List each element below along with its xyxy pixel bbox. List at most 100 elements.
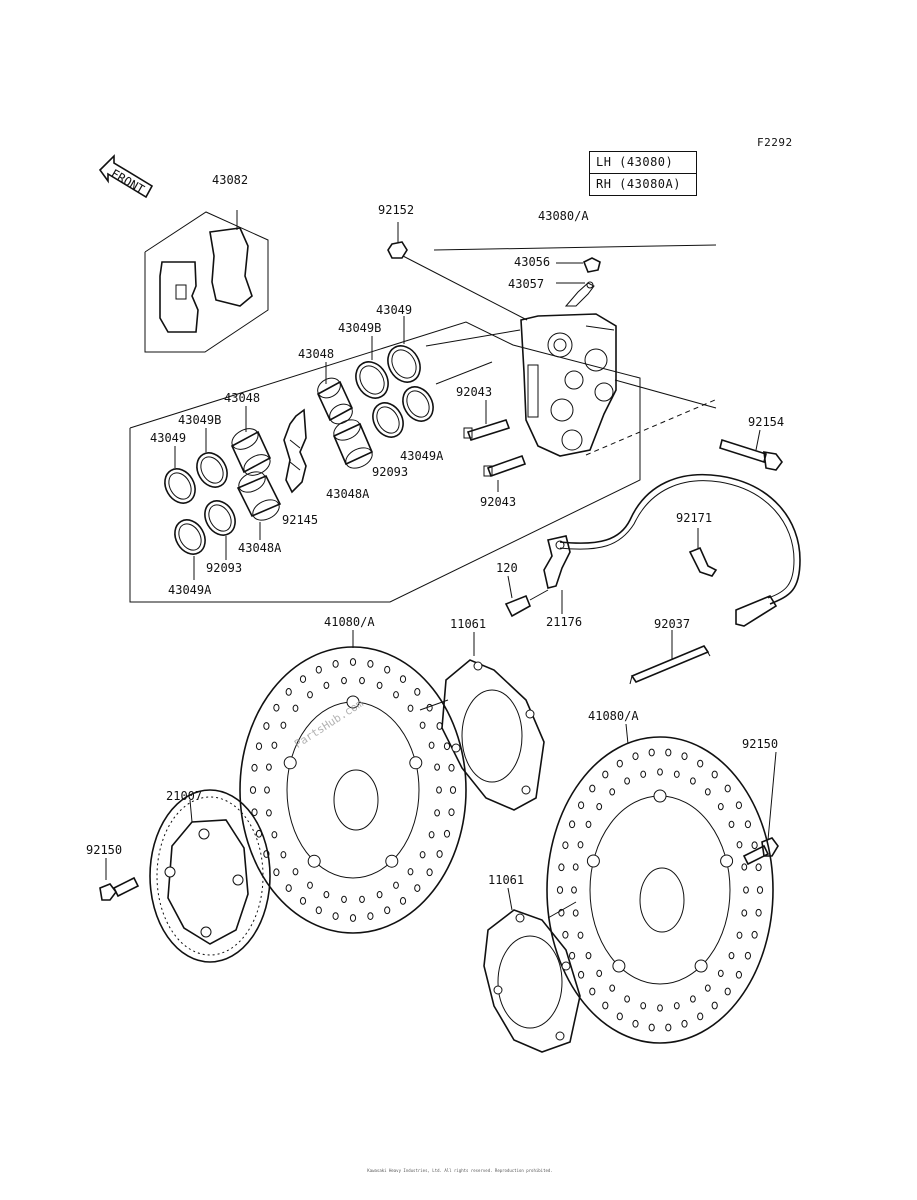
label-21007: 21007 [166,789,202,803]
disc-left-vent-hole [443,829,451,838]
disc-left-bobbin [307,854,321,868]
disc-left-vent-hole [384,906,391,915]
label-43057: 43057 [508,277,544,291]
disc-left-vent-hole [376,890,383,899]
disc-right-vent-hole [589,784,596,793]
piston-43048a-upper [332,419,374,469]
label-43049b-lower: 43049B [178,413,221,427]
disc-left-vent-hole [292,868,299,876]
disc-right-vent-hole [616,1012,623,1021]
label-92093-lower: 92093 [206,561,242,575]
disc-left-bobbin [346,695,360,709]
label-92154: 92154 [748,415,784,429]
disc-right-vent-hole [736,841,743,849]
disc-right-vent-hole [735,970,743,979]
mounting-bolt-lower [483,454,527,492]
disc-left-vent-hole [376,681,383,690]
disc-right-vent-hole [697,1012,704,1021]
disc-right-vent-hole [751,841,758,850]
disc-right-bobbin [694,959,708,973]
disc-right-vent-hole [577,841,584,849]
disc-right-vent-hole [657,1004,663,1012]
label-41080a-left: 41080/A [324,615,375,629]
disc-right-vent-hole [728,951,735,960]
disc-left-vent-hole [419,851,426,859]
disc-left-vent-hole [434,809,441,817]
disc-left-vent-hole [341,676,347,685]
disc-left-vent-hole [273,703,280,712]
disc-left-vent-hole [299,675,307,683]
disc-right-vent-hole [717,802,724,811]
disc-right-vent-hole [711,770,718,779]
disc-right-vent-hole [724,987,731,996]
disc-left-vent-hole [414,884,421,892]
disc-left-vent-hole [280,721,287,729]
disc-left-vent-hole [315,665,322,674]
disc-left-vent-hole [349,914,357,922]
disc-left-vent-hole [323,890,330,899]
disc-right-vent-hole [665,748,672,757]
seal-43049-upper [387,316,421,383]
disc-left-vent-hole [359,676,365,685]
disc-right-vent-hole [697,759,704,768]
disc-right-vent-hole [640,770,647,778]
disc-right-vent-hole [571,886,577,894]
label-43056: 43056 [514,255,550,269]
disc-left-bobbin [283,756,297,770]
disc-right-bobbin [612,959,626,973]
seal-43049b-upper [355,336,389,399]
disc-right-vent-hole [562,930,569,939]
seal-92093-lower [204,500,236,560]
piston-43048-upper [316,362,354,425]
disc-right-vent-hole [632,752,639,761]
disc-left-vent-hole [414,688,421,696]
disc-left-vent-hole [299,897,307,905]
disc-left-vent-hole [359,895,365,904]
disc-left-vent-hole [266,809,272,817]
disc-right-vent-hole [717,969,724,978]
label-41080a-right: 41080/A [588,709,639,723]
disc-left-vent-hole [448,763,455,772]
disc-left-vent-hole [271,831,278,839]
disc-right-bobbin [653,789,667,803]
disc-left-vent-hole [428,741,435,749]
disc-right-vent-hole [569,951,576,960]
label-92043-upper: 92043 [456,385,492,399]
label-43080a: 43080/A [538,209,589,223]
disc-right-vent-hole [624,777,630,785]
abs-sensor [543,473,801,627]
copyright-notice: Kawasaki Heavy Industries, Ltd. All righ… [367,1168,553,1173]
disc-left-bobbin [409,756,423,770]
disc-right-vent-hole [648,1023,655,1032]
disc-right-vent-hole [569,820,576,829]
disc-right-vent-hole [681,1019,688,1028]
disc-right-bobbin [586,854,600,868]
disc-right-vent-hole [589,987,596,996]
disc-right-vent-hole [578,801,585,810]
disc-right-vent-hole [556,886,564,894]
disc-right-vent-hole [585,951,592,960]
disc-left-vent-hole [292,704,299,712]
disc-right-vent-hole [741,863,748,871]
disc-right-bobbin [720,854,734,868]
piston-43048a-lower [236,471,282,540]
disc-left-vent-hole [434,763,441,771]
disc-right-vent-hole [596,969,603,978]
disc-left-vent-hole [428,831,435,839]
seal-43049b-lower [196,428,228,488]
disc-left-vent-hole [367,660,374,668]
disc-right-vent-hole [657,768,663,776]
disc-left-vent-hole [249,786,257,794]
disc-left-vent-hole [273,868,280,877]
disc-left-vent-hole [285,884,292,892]
disc-left-vent-hole [332,912,339,920]
disc-right-vent-hole [562,841,569,850]
disc-left-vent-hole [384,665,391,674]
pad-spring [283,408,307,494]
seal-43049a-lower [174,519,206,580]
disc-left-vent-hole [419,721,426,729]
disc-left-vent-hole [251,808,258,817]
disc-right-vent-hole [640,1002,647,1010]
label-92152: 92152 [378,203,414,217]
